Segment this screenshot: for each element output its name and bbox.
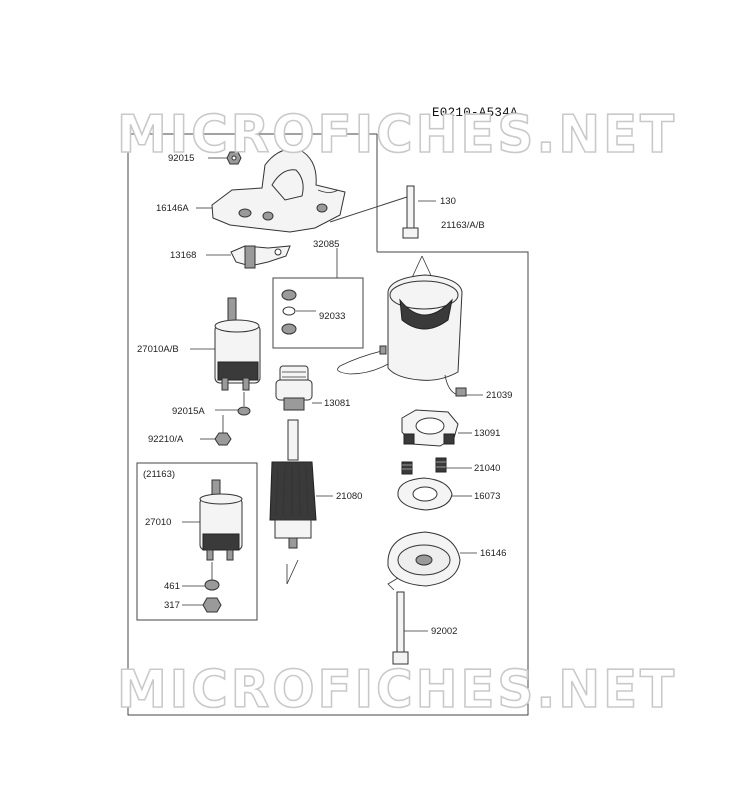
washer-92015A-part — [237, 392, 251, 416]
armature-21080-part — [269, 419, 317, 585]
label-13168: 13168 — [170, 250, 196, 261]
nut-317-part — [202, 597, 222, 613]
diagram-code: E0210-A534A — [432, 106, 518, 120]
end-cover-16146-part — [387, 531, 461, 591]
washer-461-part — [204, 562, 220, 591]
watermark-top: MICROFICHES.NET — [117, 105, 677, 165]
frame-lines — [127, 133, 529, 716]
leader-lines — [182, 157, 483, 632]
label-130: 130 — [440, 196, 456, 207]
plate-16073-part — [397, 477, 453, 511]
label-32085: 32085 — [313, 239, 339, 250]
label-92015A: 92015A — [172, 406, 205, 417]
lever-13168-part — [230, 245, 291, 269]
label-13091: 13091 — [474, 428, 500, 439]
label-16146: 16146 — [480, 548, 506, 559]
solenoid-27010-part — [199, 479, 243, 561]
nut-92210A-part — [214, 415, 232, 446]
label-21163AB: 21163/A/B — [441, 220, 485, 231]
nut-92015-part — [226, 151, 242, 165]
subassembly-box-21163 — [136, 462, 258, 621]
solenoid-27010A-part — [214, 297, 261, 391]
label-92033: 92033 — [319, 311, 345, 322]
brush-holder-13091-part — [401, 409, 459, 447]
yoke-21163-part — [337, 255, 467, 397]
housing-16146A-part — [211, 148, 346, 233]
label-27010: 27010 — [145, 517, 171, 528]
watermark-bottom: MICROFICHES.NET — [117, 660, 677, 720]
label-16073: 16073 — [474, 491, 500, 502]
bolt-92002-part — [392, 591, 409, 665]
label-21163: (21163) — [143, 469, 175, 480]
bolt-130-part — [402, 185, 419, 239]
label-21040: 21040 — [474, 463, 500, 474]
label-92015: 92015 — [168, 153, 194, 164]
label-92210A: 92210/A — [148, 434, 184, 445]
label-21039: 21039 — [486, 390, 512, 401]
label-27010AB: 27010A/B — [137, 344, 179, 355]
label-16146A: 16146A — [156, 203, 189, 214]
part-labels: 92015 16146A 13168 32085 92033 27010A/B … — [137, 153, 512, 637]
label-92002: 92002 — [431, 626, 457, 637]
springs-21040-part — [401, 457, 447, 475]
label-13081: 13081 — [324, 398, 350, 409]
label-21080: 21080 — [336, 491, 362, 502]
label-461: 461 — [164, 581, 180, 592]
washers-92033-part — [281, 289, 297, 335]
label-317: 317 — [164, 600, 180, 611]
subassembly-box-32085 — [272, 277, 364, 349]
pinion-13081-part — [275, 365, 313, 411]
